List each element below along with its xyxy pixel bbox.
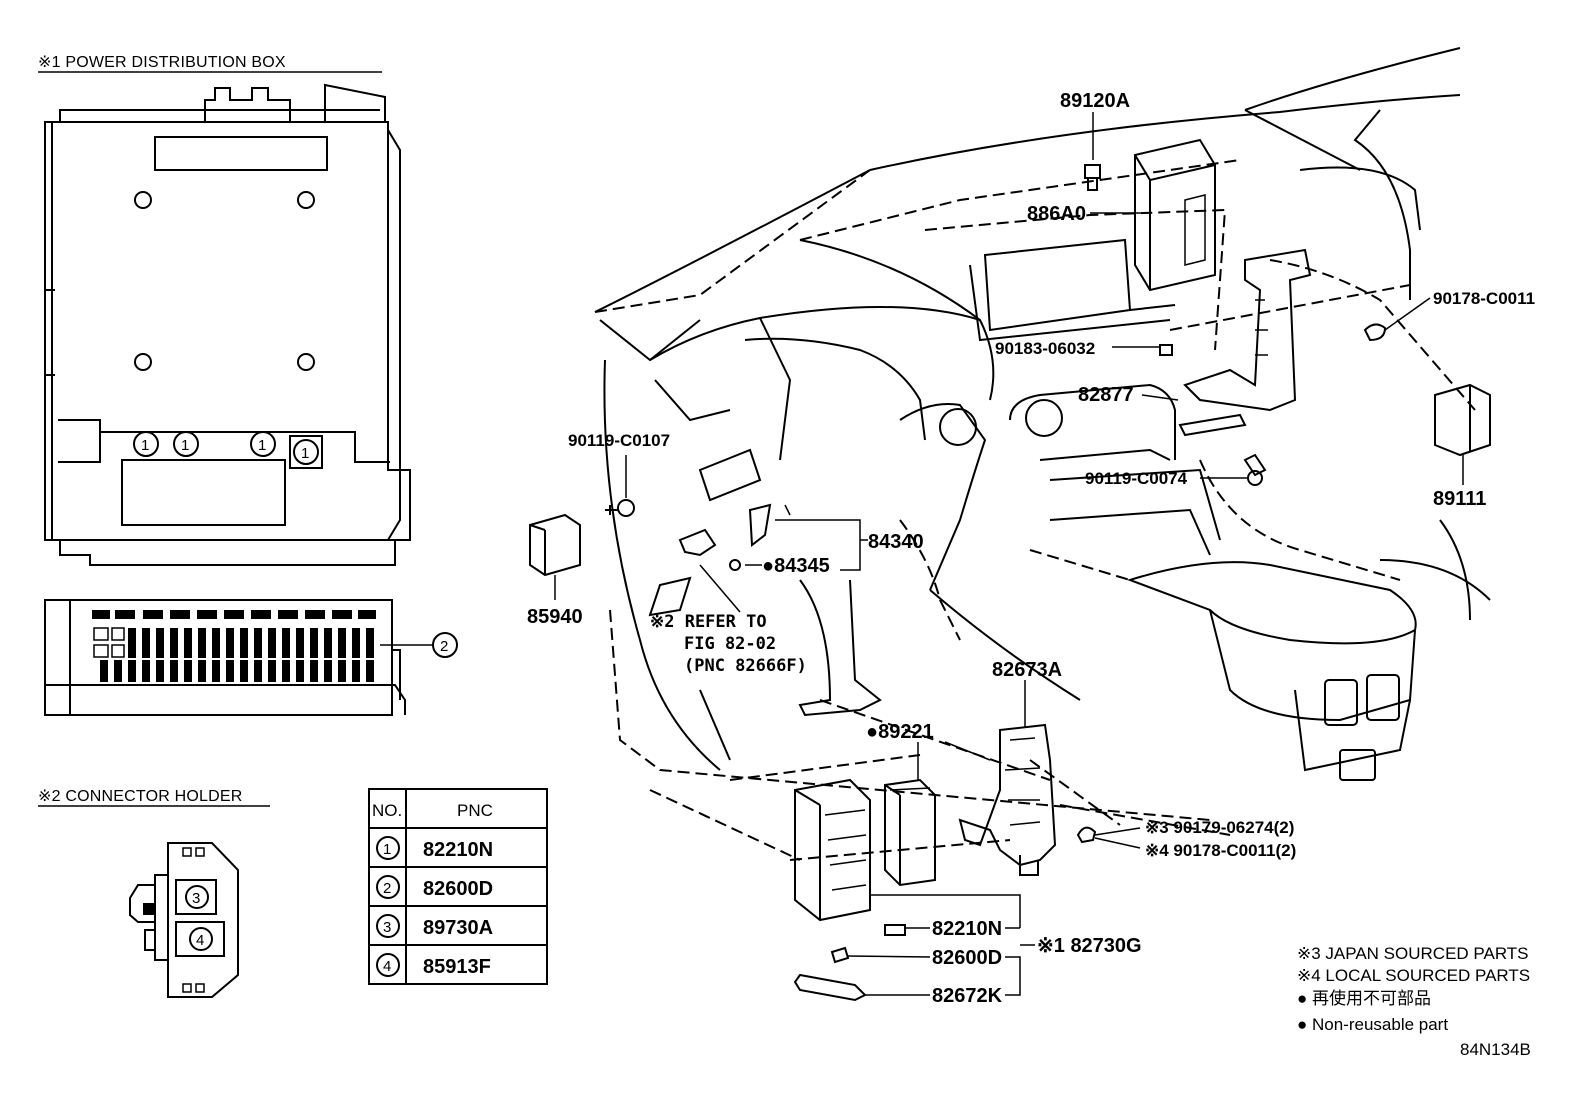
table-cell-no: 2 xyxy=(383,880,391,897)
label-90183-06032: 90183-06032 xyxy=(995,339,1095,358)
connector-holder-section: ※2 CONNECTOR HOLDER 3 4 xyxy=(38,788,270,998)
label-85940: 85940 xyxy=(527,606,583,628)
label-84345: ●84345 xyxy=(762,555,830,577)
label-refer-line1: ※2 REFER TO xyxy=(650,612,767,632)
label-89120A: 89120A xyxy=(1060,90,1130,112)
power-distribution-box-section: ※1 POWER DISTRIBUTION BOX 1 xyxy=(38,54,458,716)
label-82730G: ※1 82730G xyxy=(1037,935,1142,957)
table-cell-pnc: 82600D xyxy=(423,878,493,900)
part-drawings xyxy=(529,138,1491,1002)
table-row: 4 85913F xyxy=(376,953,491,978)
table-cell-pnc: 82210N xyxy=(423,839,493,861)
legend-nonreusable: ● Non-reusable part xyxy=(1297,1015,1448,1034)
callout-4: 4 xyxy=(196,932,204,949)
power-box-title: ※1 POWER DISTRIBUTION BOX xyxy=(38,54,286,71)
label-refer-line3: (PNC 82666F) xyxy=(684,656,807,676)
table-cell-no: 3 xyxy=(383,919,391,936)
relay-block-drawing: 2 xyxy=(44,599,458,716)
label-90119-C0074: 90119-C0074 xyxy=(1085,469,1188,488)
table-row: 1 82210N xyxy=(376,836,493,861)
table-cell-pnc: 85913F xyxy=(423,956,491,978)
label-84340: 84340 xyxy=(868,531,924,553)
table-header-pnc: PNC xyxy=(457,801,493,820)
label-82672K: 82672K xyxy=(932,985,1003,1007)
label-82877: 82877 xyxy=(1078,384,1134,406)
callout-1d: 1 xyxy=(301,445,309,462)
table-header-no: NO. xyxy=(372,801,402,820)
table-cell-no: 4 xyxy=(383,958,391,975)
connector-holder-title: ※2 CONNECTOR HOLDER xyxy=(38,788,243,805)
label-82673A: 82673A xyxy=(992,659,1062,681)
callout-1b: 1 xyxy=(181,437,189,454)
label-82600D: 82600D xyxy=(932,947,1002,969)
table-cell-no: 1 xyxy=(383,841,391,858)
leader-lines xyxy=(554,112,1464,996)
callout-3: 3 xyxy=(192,890,200,907)
legend-local-sourced: ※4 LOCAL SOURCED PARTS xyxy=(1297,966,1530,985)
power-box-fuse-callouts: 1 1 1 1 xyxy=(133,431,323,469)
connector-holder-drawing: 3 4 xyxy=(129,842,239,998)
label-89221: ●89221 xyxy=(866,721,934,743)
table-row: 2 82600D xyxy=(376,875,493,900)
part-labels: 89120A 886A0 90178-C0011 90183-06032 828… xyxy=(527,90,1535,1007)
label-90179-06274: ※3 90179-06274(2) xyxy=(1145,818,1294,837)
dashboard-outline xyxy=(594,47,1491,861)
label-886A0: 886A0 xyxy=(1027,203,1086,225)
power-box-drawing: 1 1 1 1 xyxy=(44,83,411,566)
figure-code: 84N134B xyxy=(1460,1040,1531,1059)
label-89111: 89111 xyxy=(1433,488,1486,510)
table-row: 3 89730A xyxy=(376,914,493,939)
callout-2: 2 xyxy=(440,638,448,655)
table-cell-pnc: 89730A xyxy=(423,917,493,939)
label-90119-C0107: 90119-C0107 xyxy=(568,431,670,450)
legend: ※3 JAPAN SOURCED PARTS ※4 LOCAL SOURCED … xyxy=(1297,944,1531,1059)
label-90178-C0011-2: ※4 90178-C0011(2) xyxy=(1145,841,1296,860)
callout-1c: 1 xyxy=(258,437,266,454)
label-82210N: 82210N xyxy=(932,918,1002,940)
callout-1a: 1 xyxy=(141,437,149,454)
label-90178-C0011: 90178-C0011 xyxy=(1433,289,1535,308)
legend-nonreusable-jp: ● 再使用不可部品 xyxy=(1297,988,1431,1008)
pnc-table: NO. PNC 1 82210N 2 82600D 3 89730A 4 859… xyxy=(368,788,548,985)
label-refer-line2: FIG 82-02 xyxy=(684,634,776,654)
legend-japan-sourced: ※3 JAPAN SOURCED PARTS xyxy=(1297,944,1529,963)
